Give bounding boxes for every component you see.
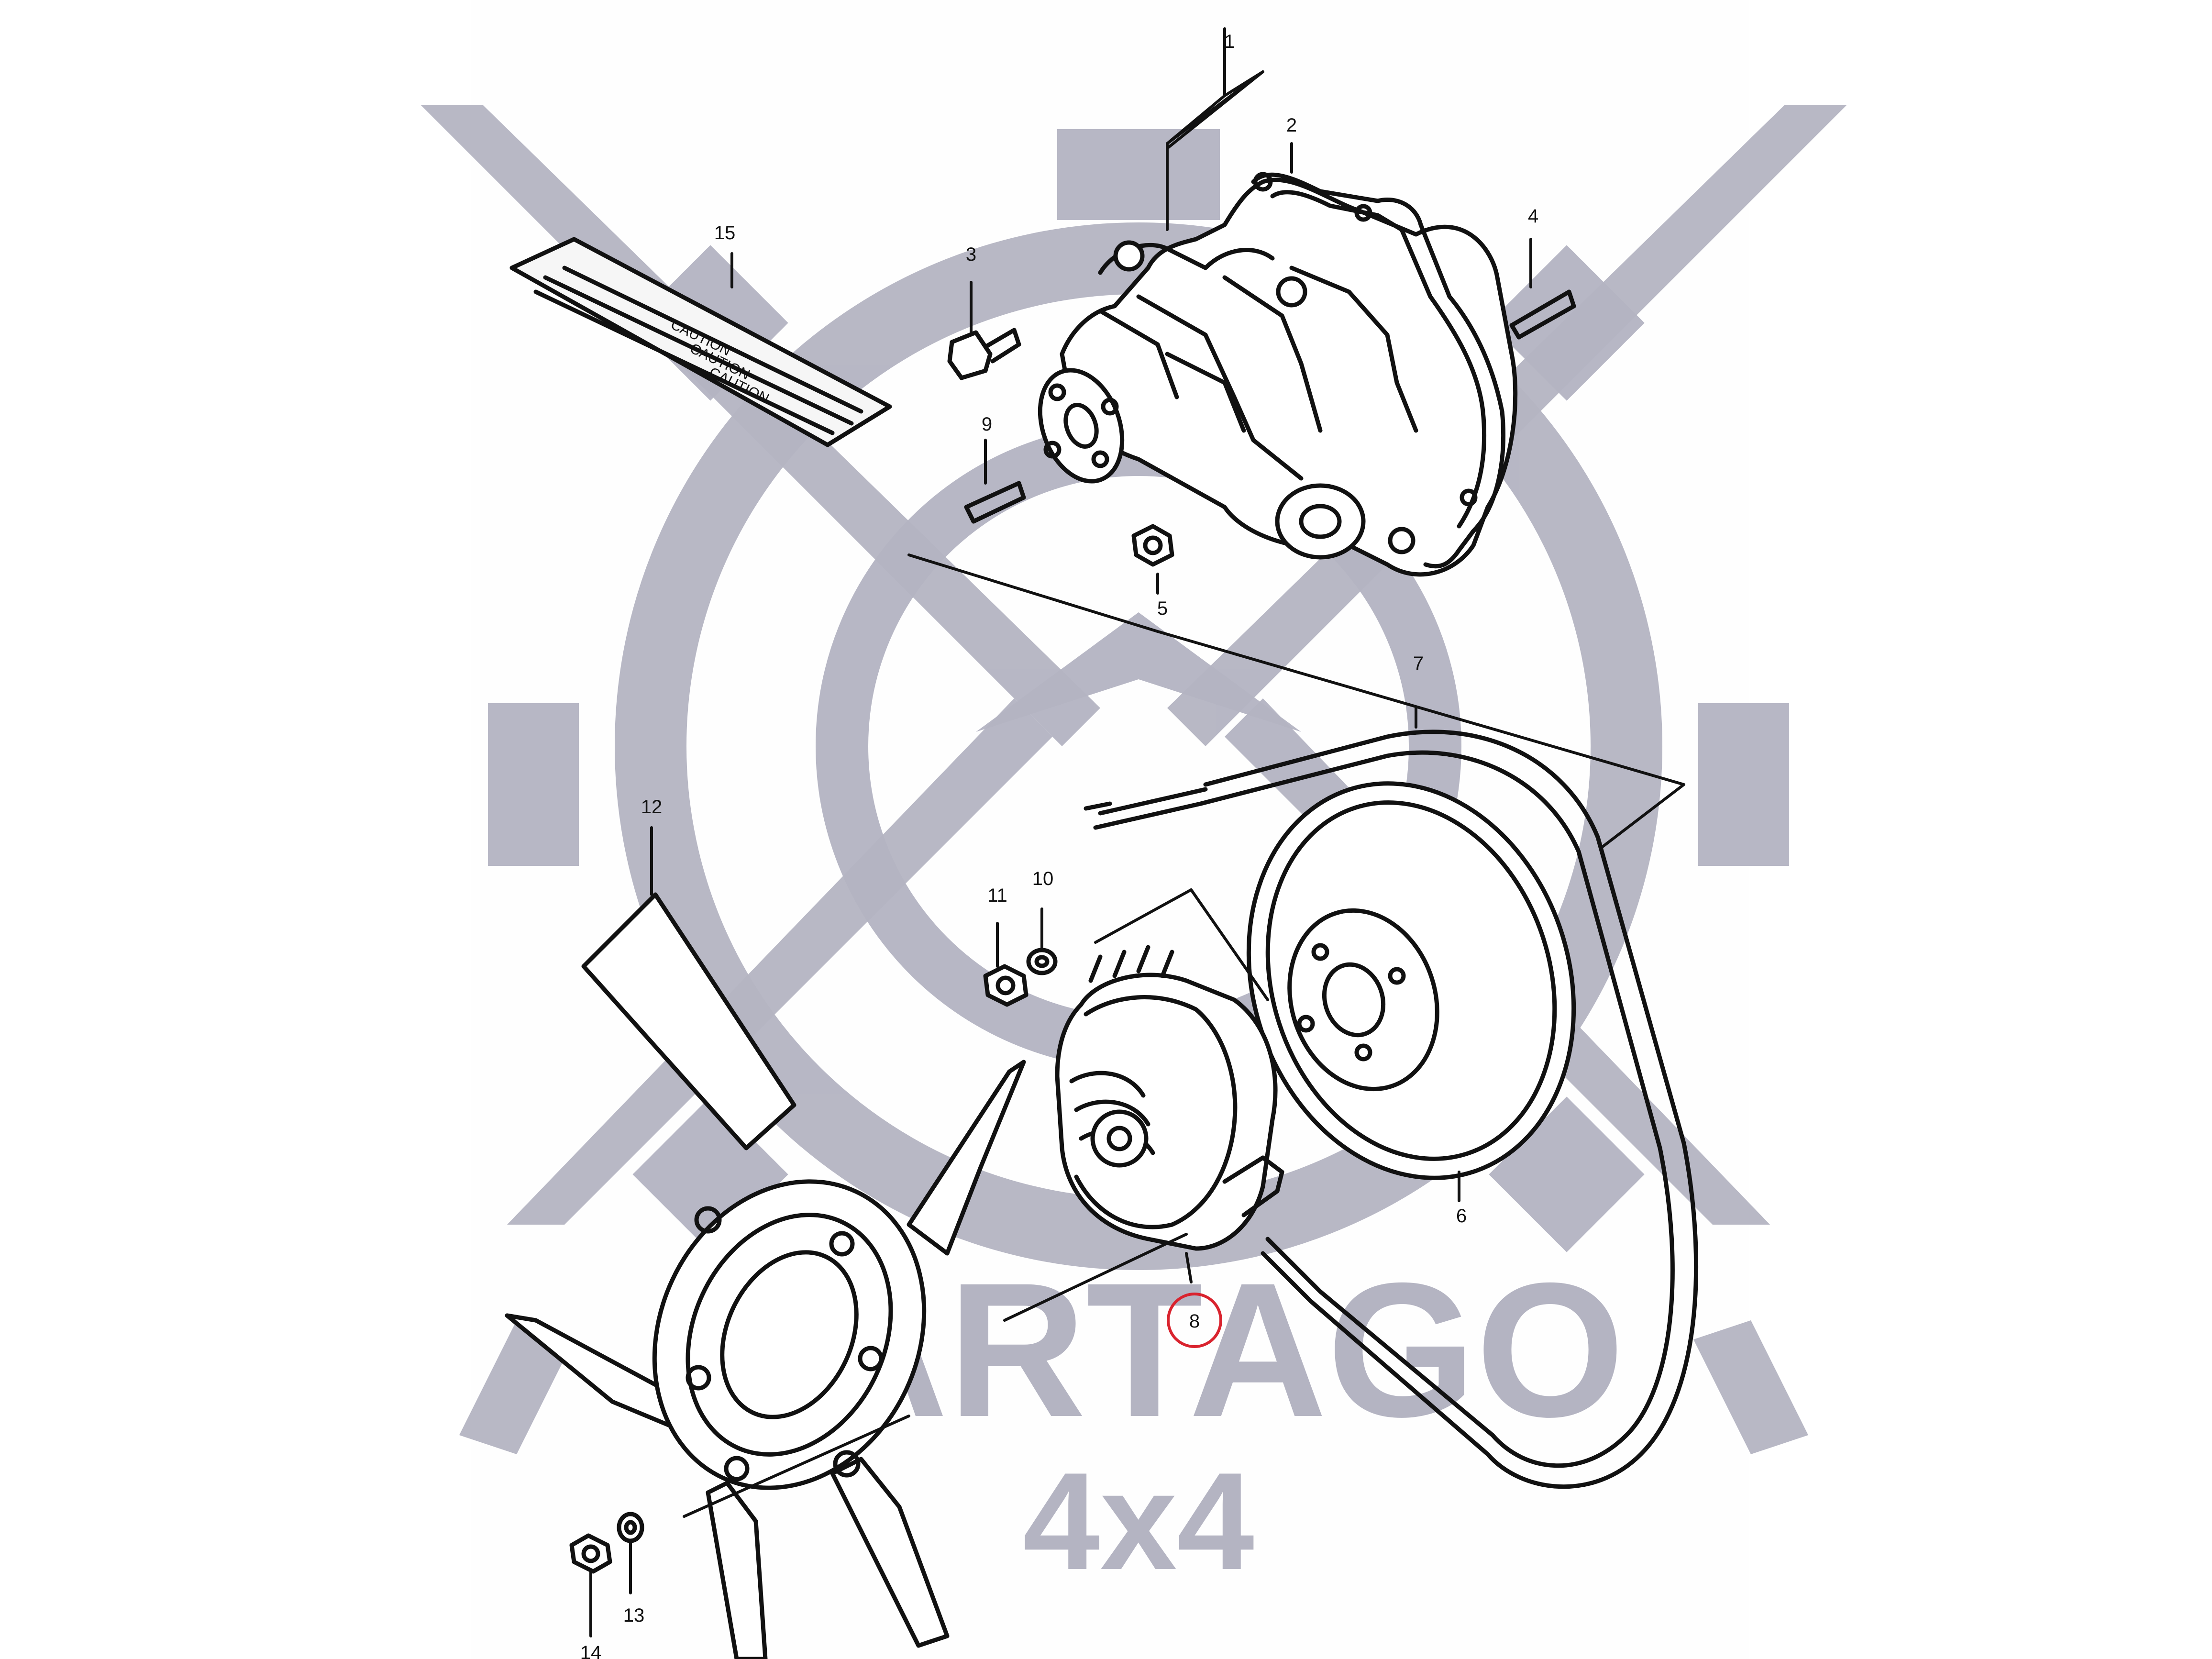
callout-11: 11 — [987, 885, 1007, 906]
washer-part-10 — [1026, 948, 1058, 975]
callout-5: 5 — [1157, 598, 1168, 619]
watermark-hilt-left — [459, 1320, 574, 1454]
callout-4: 4 — [1528, 206, 1538, 227]
gasket-part-2 — [1251, 172, 1505, 569]
stud-part-9 — [964, 481, 1026, 524]
callout-8: 8 — [1189, 1311, 1200, 1332]
watermark-gear-tooth — [1057, 129, 1220, 220]
watermark-sub: 4x4 — [1023, 1444, 1255, 1599]
watermark-chevron — [976, 612, 1301, 732]
callout-9: 9 — [982, 414, 992, 435]
watermark-gear-tooth — [488, 703, 579, 866]
fan-part-12 — [505, 892, 1026, 1659]
leader-lines — [589, 27, 1685, 1637]
callout-14: 14 — [580, 1642, 602, 1659]
highlight-circle — [1167, 1293, 1222, 1348]
callouts: 1 2 3 4 5 6 7 8 9 10 11 12 13 14 15 — [580, 31, 1538, 1659]
fan-clutch-part-8 — [1055, 945, 1284, 1251]
water-pump-part-1 — [1038, 177, 1518, 577]
callout-2: 2 — [1286, 115, 1297, 136]
callout-6: 6 — [1456, 1206, 1467, 1227]
stud-part-4 — [1509, 289, 1576, 340]
nut-part-11 — [983, 964, 1029, 1007]
callout-3: 3 — [966, 244, 976, 265]
nut-part-5 — [1131, 524, 1174, 567]
watermark-hilt-right — [1693, 1320, 1808, 1454]
callout-12: 12 — [641, 796, 663, 818]
callout-1: 1 — [1224, 31, 1235, 52]
washer-part-13 — [617, 1512, 644, 1543]
bolt-part-3 — [947, 328, 1021, 380]
callout-15: 15 — [714, 222, 736, 243]
watermark-gear-tooth — [1698, 703, 1789, 866]
label-plate — [509, 237, 892, 447]
callout-10: 10 — [1032, 868, 1054, 889]
watermark-sword-left-lower — [507, 698, 1052, 1225]
v-belt-part-7 — [1084, 730, 1699, 1489]
callout-7: 7 — [1413, 653, 1424, 674]
callout-13: 13 — [623, 1605, 645, 1626]
nut-part-14 — [569, 1533, 612, 1574]
